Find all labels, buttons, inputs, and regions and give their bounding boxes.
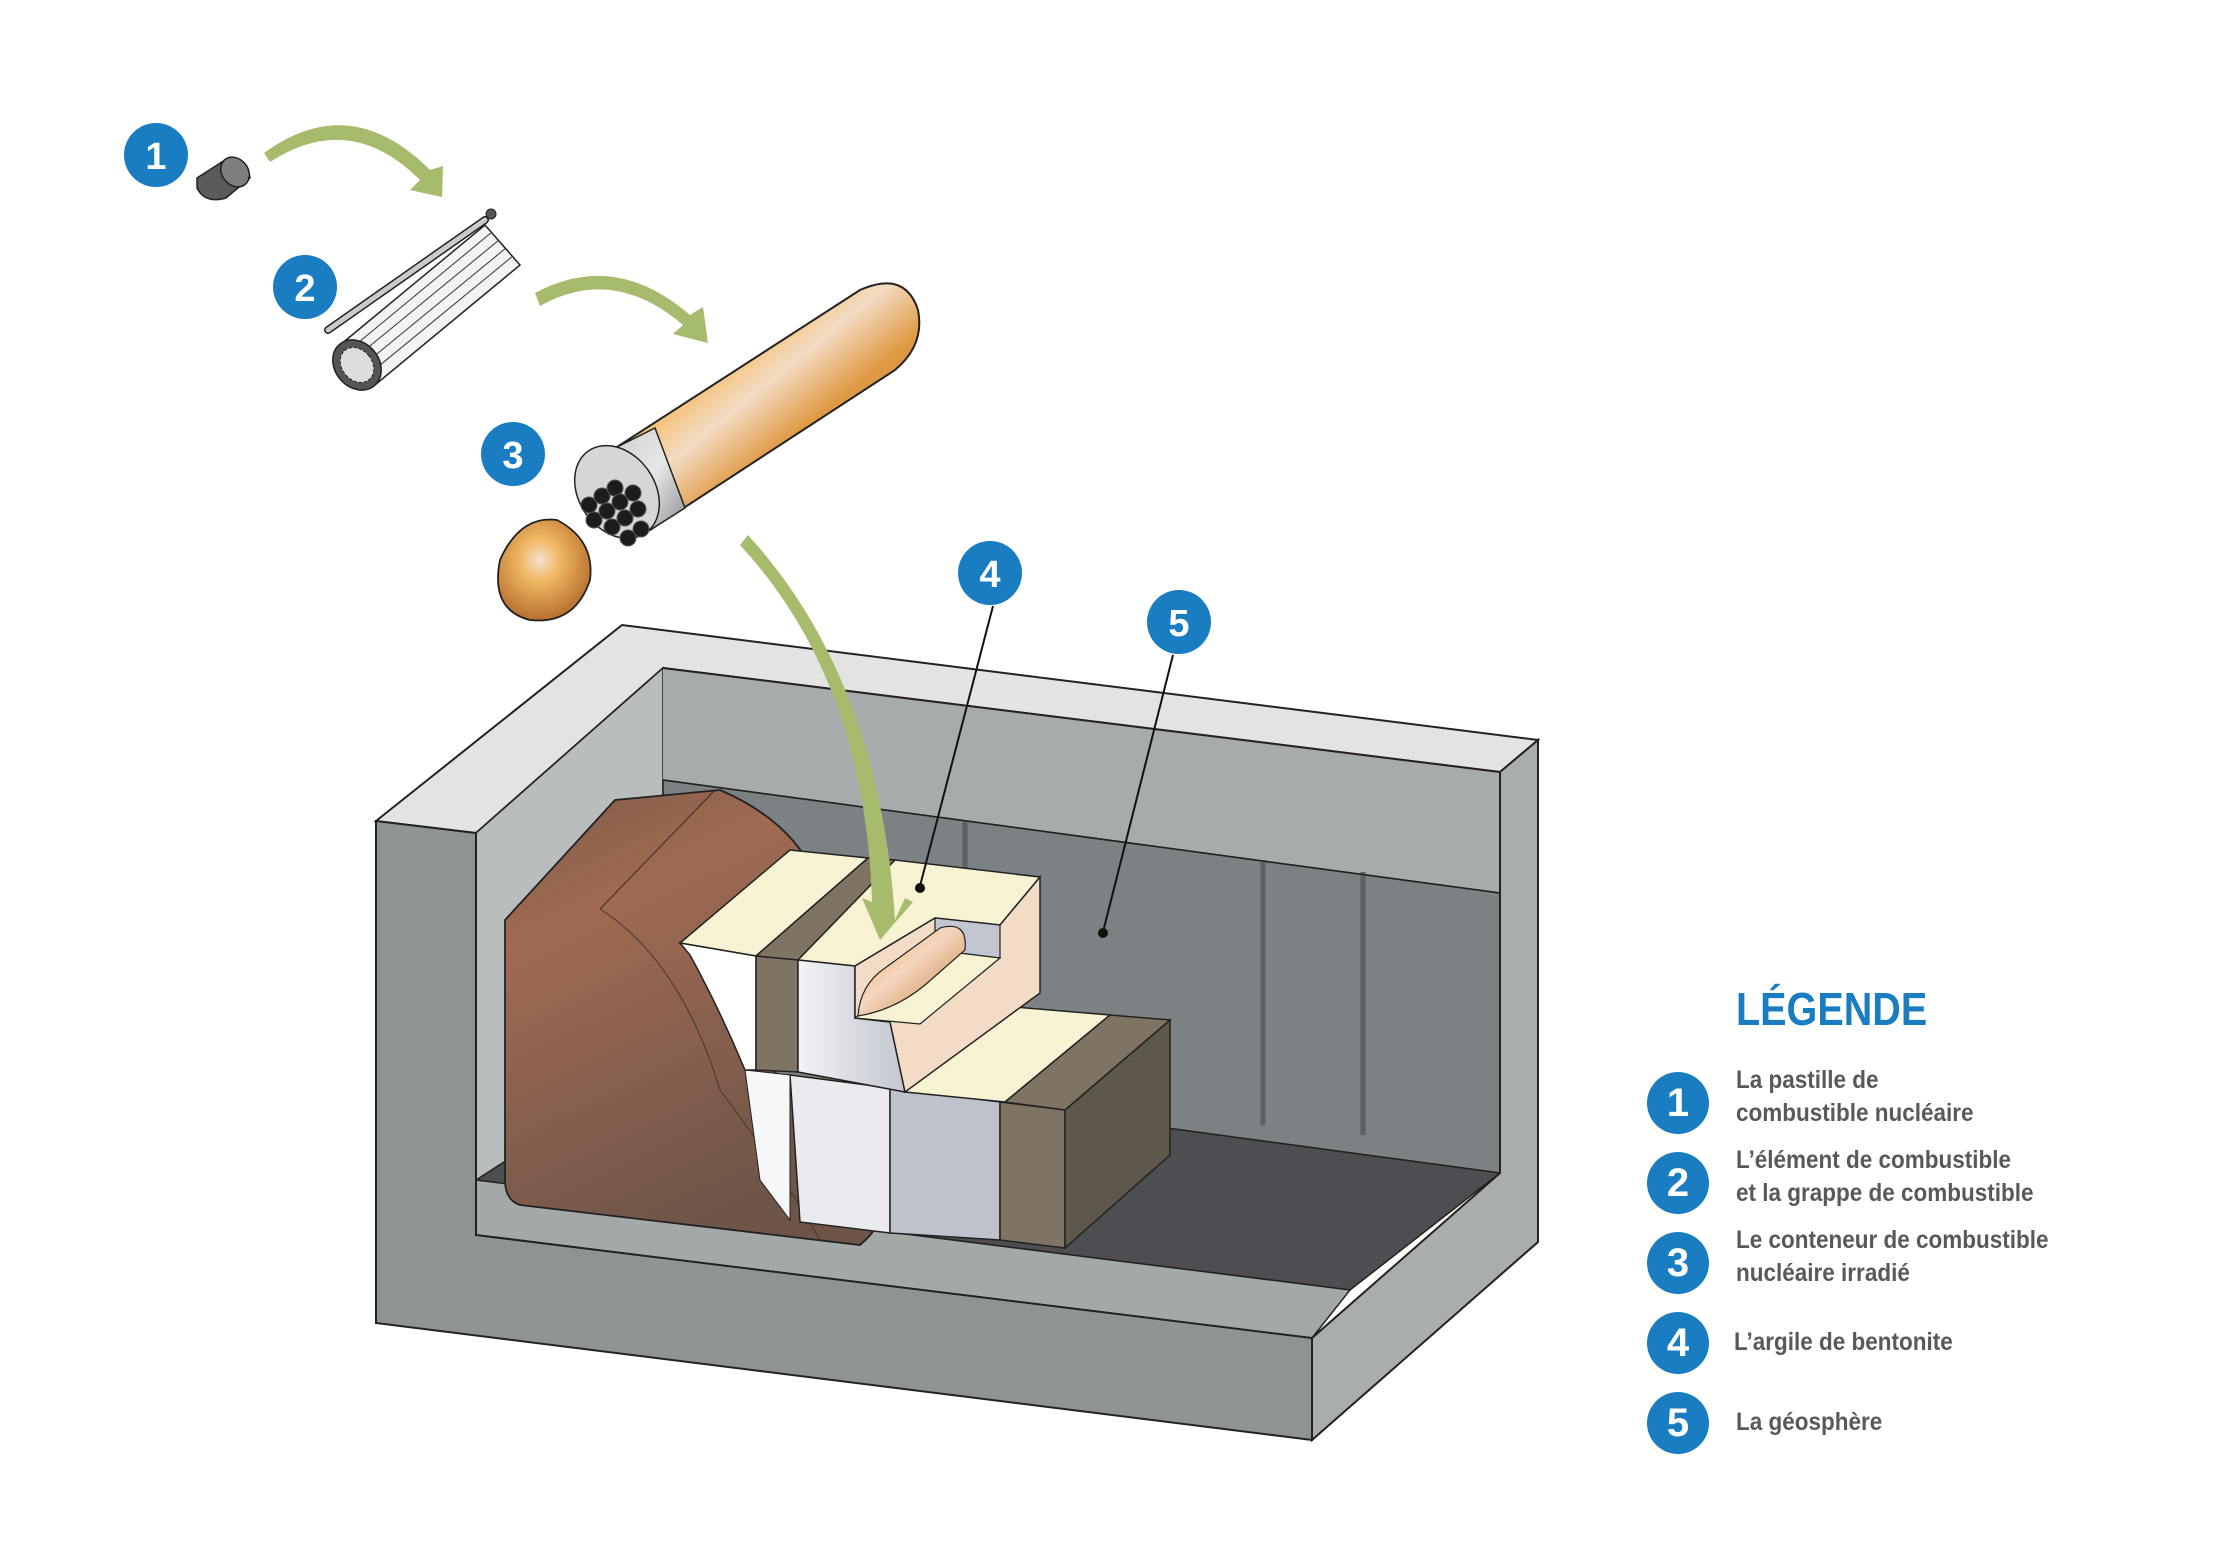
block-lower-gray: [889, 1087, 1001, 1241]
arrow-3-to-4: [740, 535, 913, 940]
callout-badge-3: 3: [481, 422, 545, 486]
legend-label: La géosphère: [1736, 1408, 1883, 1436]
legend-badge: 1: [1647, 1072, 1709, 1134]
used-fuel-container: [497, 282, 921, 622]
rock-back-wall: [663, 668, 1500, 893]
arrow-2-to-3: [535, 275, 708, 343]
legend-badge: 3: [1647, 1232, 1709, 1294]
fuel-bundle: [324, 208, 522, 391]
callout-badge-2: 2: [273, 255, 337, 319]
legend-label: La pastille de combustible nucléaire: [1736, 1066, 1974, 1127]
container-cap: [497, 518, 592, 622]
legend-title: LÉGENDE: [1736, 983, 1928, 1035]
callout-leaders: [919, 605, 1174, 933]
rock-front-face: [375, 819, 1313, 1442]
callout-number: 5: [1168, 603, 1189, 645]
legend-item: 1 La pastille de combustible nucléaire: [1640, 1066, 2200, 1142]
callout-number: 1: [145, 136, 166, 178]
legend-label: L’élément de combustible et la grappe de…: [1736, 1146, 2034, 1207]
callout-number: 3: [502, 435, 523, 477]
callout-badge-5: 5: [1147, 590, 1211, 654]
block-lower-brown: [999, 1101, 1066, 1249]
legend-item: 2 L’élément de combustible et la grappe …: [1640, 1146, 2200, 1222]
legend-label: Le conteneur de combustible nucléaire ir…: [1736, 1226, 2049, 1287]
block-lower-white: [789, 1074, 891, 1234]
callout-number: 4: [979, 554, 1000, 596]
legend-badge: 5: [1647, 1392, 1709, 1454]
arrow-1-to-2: [264, 125, 443, 197]
container-in-place: [857, 925, 966, 1017]
legend-badge: 2: [1647, 1152, 1709, 1214]
process-arrows: [264, 125, 913, 940]
legend-item: 5 La géosphère: [1640, 1392, 2200, 1462]
legend-label: L’argile de bentonite: [1734, 1328, 1953, 1356]
bundle-slots: [580, 479, 650, 547]
callout-badge-4: 4: [958, 541, 1022, 605]
bentonite-buffer: [504, 789, 1172, 1250]
legend-item: 4 L’argile de bentonite: [1640, 1312, 2200, 1382]
callout-badge-1: 1: [124, 123, 188, 187]
legend-badge: 4: [1647, 1312, 1709, 1374]
fuel-pellet: [196, 156, 251, 201]
callout-number: 2: [294, 268, 315, 310]
legend-item: 3 Le conteneur de combustible nucléaire …: [1640, 1226, 2200, 1302]
